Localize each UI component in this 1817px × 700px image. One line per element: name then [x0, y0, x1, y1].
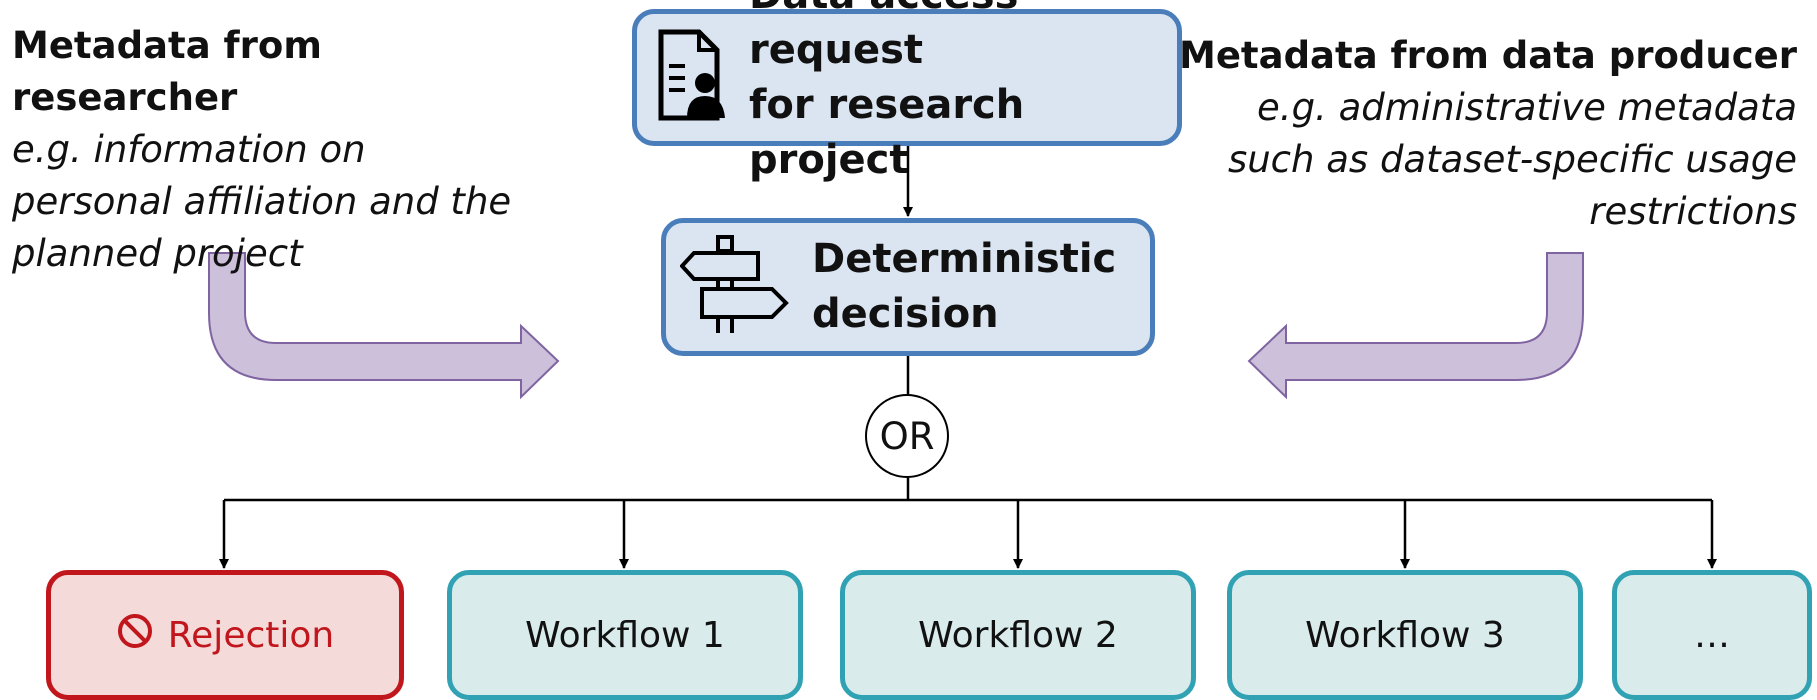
request-title-line1: Data access request: [749, 0, 1018, 73]
input-arrow-left: [208, 252, 560, 400]
workflow-3-label: Workflow 3: [1305, 614, 1505, 656]
note-researcher-heading: Metadata from researcher: [12, 24, 322, 119]
input-arrow-right: [1247, 252, 1584, 400]
workflow-1-label: Workflow 1: [525, 614, 725, 656]
workflow-2-box: Workflow 2: [840, 570, 1196, 700]
or-label: OR: [879, 414, 935, 458]
more-workflows-box: …: [1612, 570, 1812, 700]
decision-title-line2: decision: [812, 291, 999, 337]
prohibited-icon: [116, 612, 154, 659]
workflow-2-label: Workflow 2: [918, 614, 1118, 656]
signpost-icon: [679, 235, 790, 339]
workflow-3-box: Workflow 3: [1227, 570, 1583, 700]
deterministic-decision-box: Deterministic decision: [661, 218, 1155, 356]
note-producer-body: e.g. administrative metadata such as dat…: [1227, 86, 1797, 233]
note-researcher-metadata: Metadata from researcher e.g. informatio…: [12, 20, 532, 280]
rejection-label: Rejection: [167, 614, 335, 656]
connectors-layer: [208, 146, 1717, 569]
note-producer-heading: Metadata from data producer: [1179, 34, 1797, 77]
workflow-1-box: Workflow 1: [447, 570, 803, 700]
more-workflows-label: …: [1694, 614, 1730, 656]
document-person-icon: [655, 28, 731, 128]
or-node: OR: [865, 394, 949, 478]
request-title-line2: for research project: [749, 81, 1025, 183]
decision-title-line1: Deterministic: [812, 236, 1117, 282]
note-researcher-body: e.g. information on personal affiliation…: [12, 128, 512, 275]
rejection-box: Rejection: [46, 570, 404, 700]
data-access-request-box: Data access request for research project: [632, 0, 1182, 183]
note-producer-metadata: Metadata from data producer e.g. adminis…: [1177, 30, 1797, 238]
